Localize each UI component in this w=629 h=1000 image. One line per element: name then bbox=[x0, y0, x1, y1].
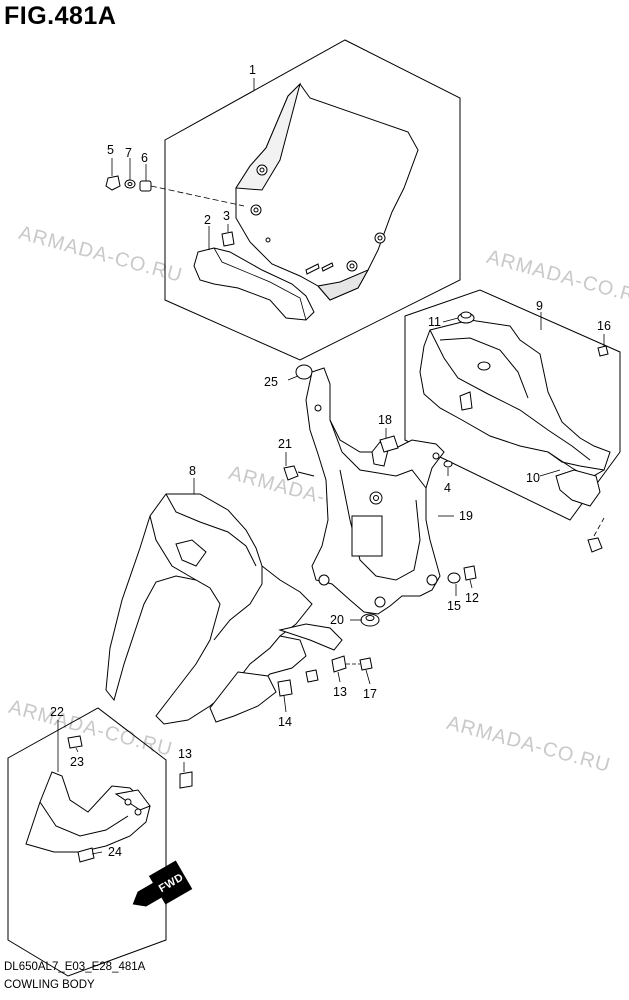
bolt-12 bbox=[463, 565, 477, 581]
callout-17: 17 bbox=[363, 687, 377, 701]
callout-18: 18 bbox=[378, 413, 392, 427]
callout-25: 25 bbox=[264, 375, 278, 389]
callout-7: 7 bbox=[125, 146, 132, 160]
callout-13-lower: 13 bbox=[178, 747, 192, 761]
callout-19: 19 bbox=[459, 509, 473, 523]
grommet-11-top bbox=[460, 311, 472, 319]
callout-4: 4 bbox=[444, 481, 451, 495]
lower-cowling bbox=[25, 771, 151, 853]
bolt-21 bbox=[283, 465, 299, 481]
callout-24: 24 bbox=[108, 845, 122, 859]
nut-6 bbox=[139, 180, 152, 192]
callout-1: 1 bbox=[249, 63, 256, 77]
callout-14: 14 bbox=[278, 715, 292, 729]
leader-line bbox=[150, 185, 245, 207]
screw-16 bbox=[597, 345, 609, 357]
diagram-caption: COWLING BODY bbox=[4, 979, 95, 991]
cushion-23 bbox=[67, 735, 83, 749]
inner-cover-group-frame bbox=[404, 289, 621, 521]
windscreen-group-frame bbox=[164, 39, 461, 361]
leader-line bbox=[593, 517, 605, 537]
callout-20: 20 bbox=[330, 613, 344, 627]
callout-16: 16 bbox=[597, 319, 611, 333]
mounting-hole bbox=[250, 164, 386, 272]
damper-18 bbox=[379, 435, 399, 453]
callout-10: 10 bbox=[526, 471, 540, 485]
lower-cowling-group-frame bbox=[7, 707, 167, 977]
callout-15: 15 bbox=[447, 599, 461, 613]
callout-13: 13 bbox=[333, 685, 347, 699]
callout-2: 2 bbox=[204, 213, 211, 227]
inner-cover bbox=[419, 319, 611, 479]
nut-4 bbox=[443, 460, 453, 468]
windscreen bbox=[235, 82, 419, 301]
callout-22: 22 bbox=[50, 705, 64, 719]
callout-11: 11 bbox=[428, 315, 441, 329]
callout-6: 6 bbox=[141, 151, 148, 165]
cushion-pad bbox=[221, 231, 235, 247]
figure-title: FIG.481A bbox=[4, 2, 117, 30]
bolt-21-shank bbox=[297, 471, 315, 477]
windscreen-slot bbox=[321, 262, 334, 272]
inner-panel-edge bbox=[213, 247, 307, 321]
screw-17 bbox=[359, 657, 373, 671]
washer-20-hole bbox=[365, 615, 375, 621]
leader-lines bbox=[57, 78, 605, 855]
callout-3: 3 bbox=[223, 209, 230, 223]
screw-5 bbox=[105, 175, 121, 191]
diagram-code: DL650AL7_E03_E28_481A bbox=[4, 961, 146, 973]
callout-5: 5 bbox=[107, 143, 114, 157]
windscreen-slot bbox=[305, 263, 320, 275]
cushion-24 bbox=[77, 847, 95, 863]
inner-cover-tab bbox=[555, 469, 601, 507]
callout-21: 21 bbox=[278, 437, 292, 451]
nut-13 bbox=[331, 655, 347, 673]
callout-12: 12 bbox=[465, 591, 479, 605]
cowling-side-panel bbox=[209, 623, 343, 723]
nut-14 bbox=[277, 679, 293, 697]
callouts: 1 2 3 4 5 6 7 8 9 10 11 12 13 13 14 15 1… bbox=[50, 63, 611, 859]
screw-small bbox=[305, 669, 319, 683]
clip-25 bbox=[295, 364, 313, 380]
callout-9: 9 bbox=[536, 299, 543, 313]
cowling-stay bbox=[305, 367, 445, 615]
forward-arrow: FWD bbox=[132, 860, 193, 907]
nut-13-lower bbox=[179, 771, 193, 789]
callout-23: 23 bbox=[70, 755, 84, 769]
washer-7-hole bbox=[127, 182, 133, 186]
callout-8: 8 bbox=[189, 464, 196, 478]
screw-lower bbox=[587, 537, 603, 553]
upper-cowling bbox=[105, 493, 313, 725]
collar-15 bbox=[447, 572, 461, 584]
